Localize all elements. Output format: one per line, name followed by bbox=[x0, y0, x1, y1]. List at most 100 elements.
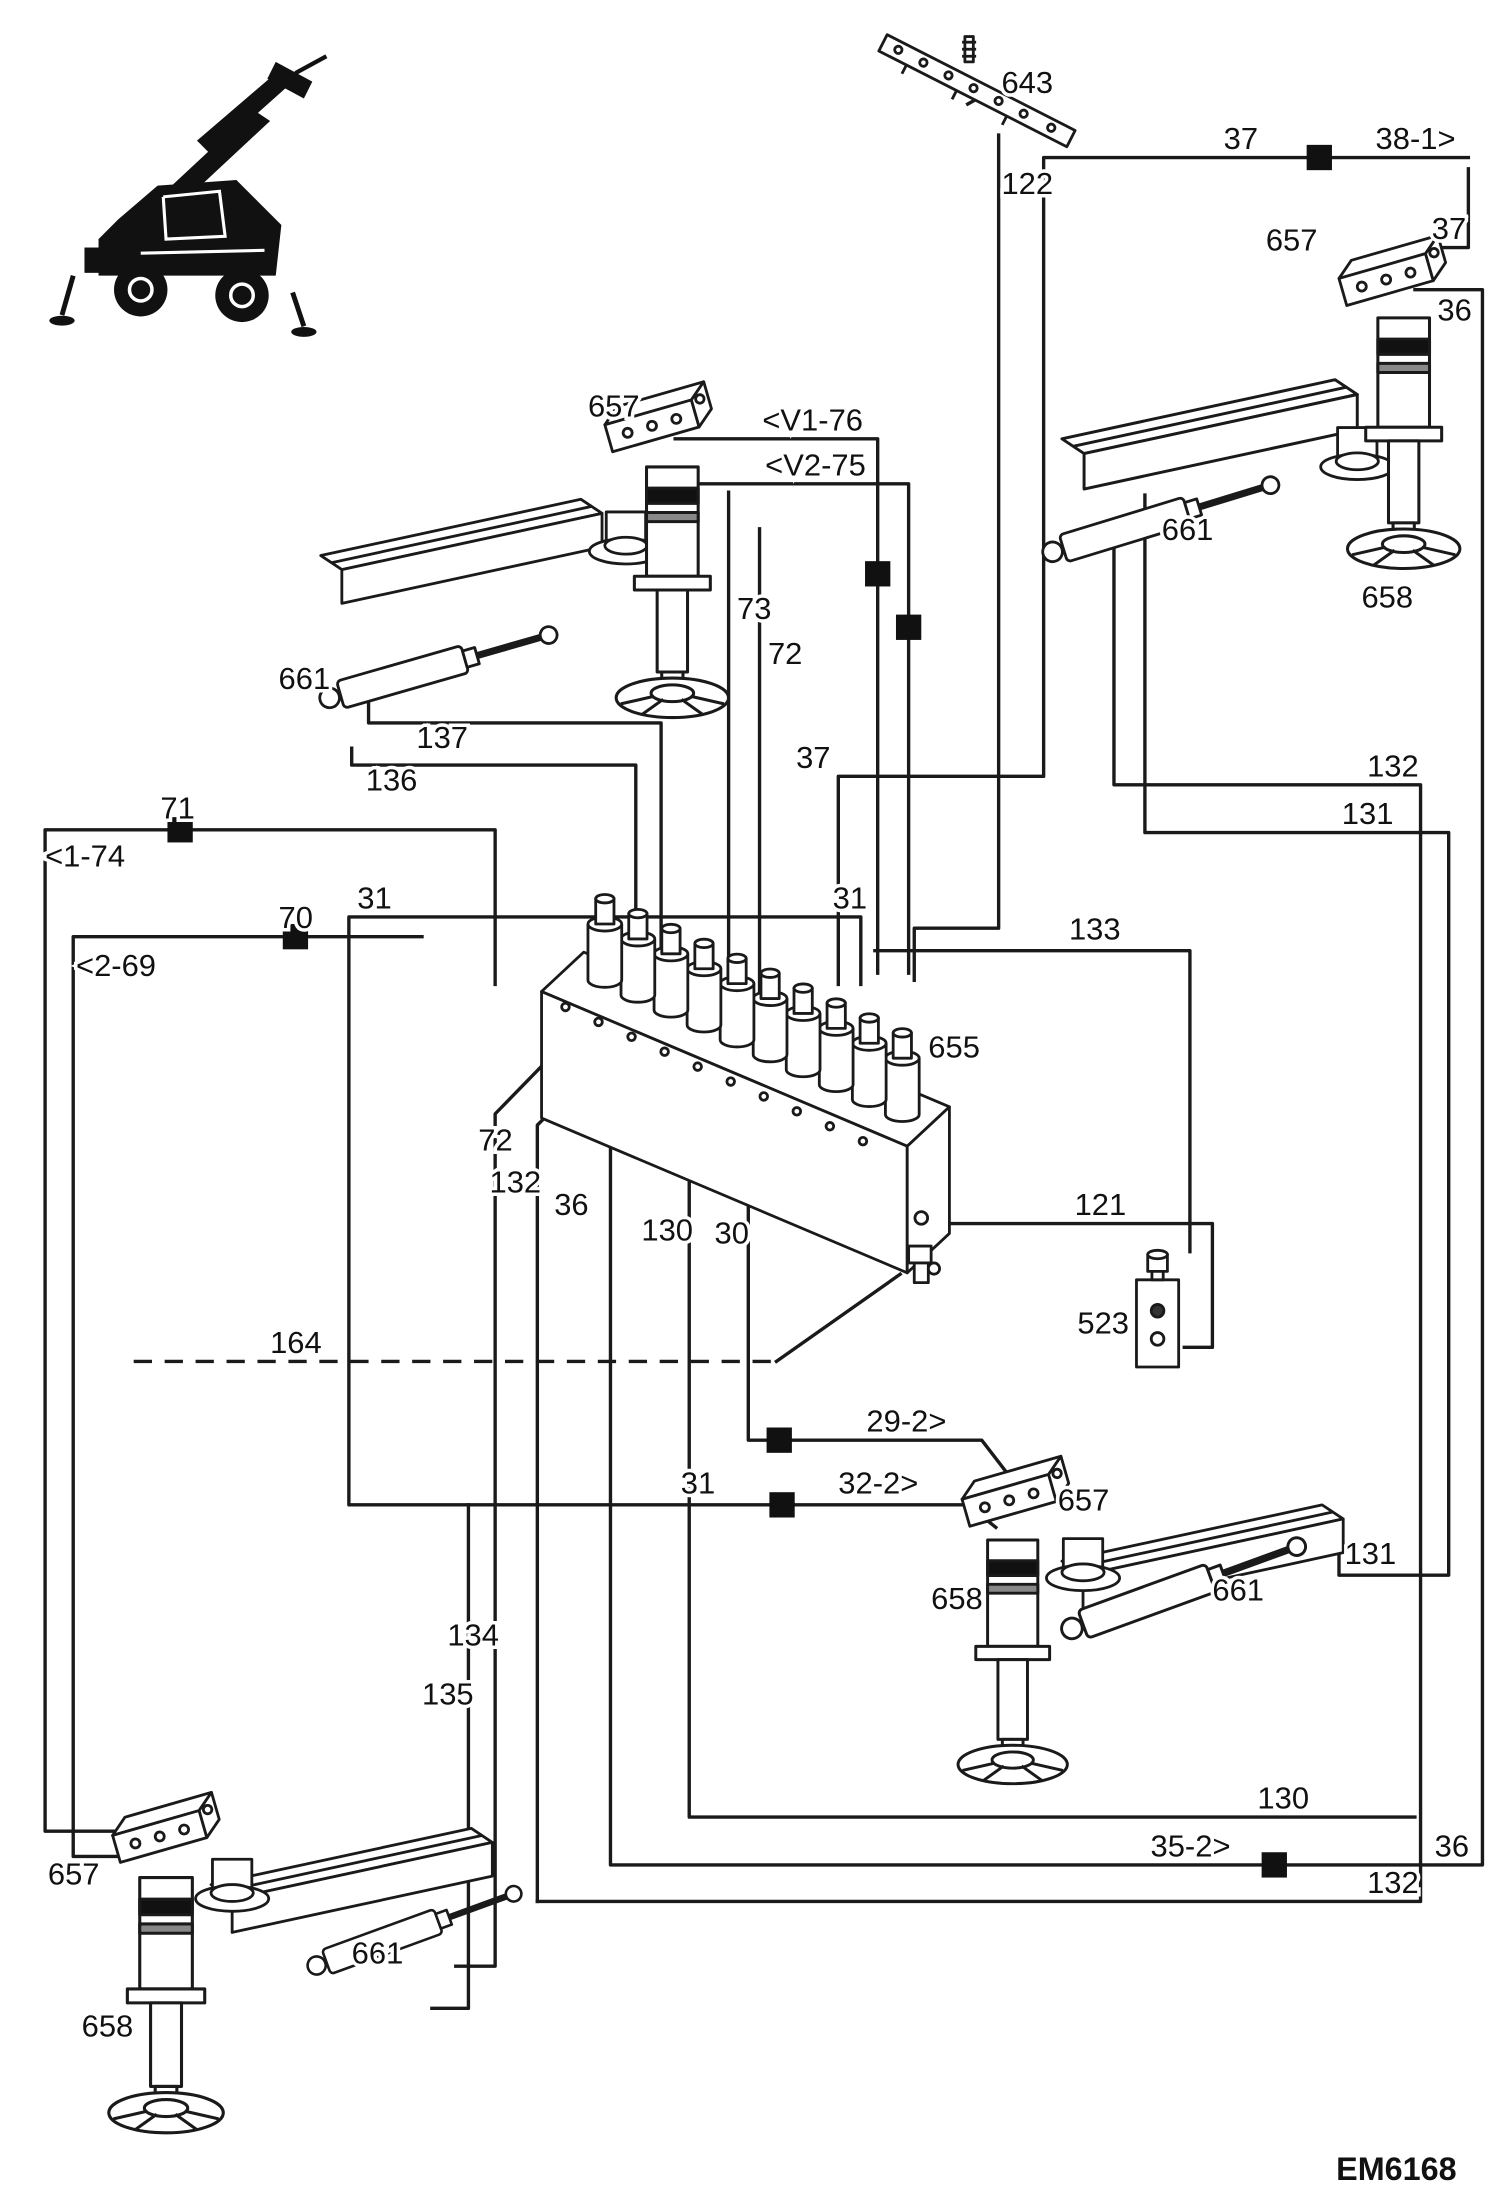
label-132-top: 132 bbox=[1367, 748, 1419, 783]
label-133: 133 bbox=[1069, 911, 1121, 946]
valve-block-655 bbox=[540, 893, 951, 1285]
machine-illustration bbox=[49, 54, 328, 337]
label-72-mid: 72 bbox=[478, 1122, 512, 1157]
label-37-top: 37 bbox=[1224, 121, 1258, 156]
part-labels: 643 122 37 38-1> 657 37 36 661 658 657 <… bbox=[42, 61, 1476, 2187]
label-661-top-right: 661 bbox=[1162, 512, 1214, 547]
label-655: 655 bbox=[928, 1030, 980, 1065]
hose-132-line bbox=[535, 543, 1423, 1904]
block-ports bbox=[560, 1001, 869, 1147]
label-71: 71 bbox=[160, 791, 194, 826]
stabilizer-beam bbox=[1060, 378, 1359, 491]
label-523: 523 bbox=[1077, 1305, 1129, 1340]
label-137: 137 bbox=[416, 720, 468, 755]
hose-131-line bbox=[1143, 493, 1451, 1577]
hose-71-74-line bbox=[43, 828, 497, 1833]
figure-code: EM6168 bbox=[1336, 2151, 1456, 2187]
label-36-mid: 36 bbox=[554, 1187, 588, 1222]
solenoid-coil bbox=[784, 982, 822, 1079]
connector-node-75 bbox=[895, 614, 922, 640]
label-131-top: 131 bbox=[1342, 796, 1394, 831]
manifold-643 bbox=[877, 33, 1077, 149]
label-164: 164 bbox=[270, 1325, 322, 1360]
label-131-bottom: 131 bbox=[1345, 1536, 1397, 1571]
stabilizer-assembly-top-left bbox=[316, 380, 731, 720]
hose-70-69-line bbox=[71, 934, 424, 1859]
hose-137-line bbox=[366, 701, 663, 973]
label-121: 121 bbox=[1075, 1187, 1127, 1222]
connector-node-69 bbox=[282, 924, 309, 950]
label-661-bottom-left: 661 bbox=[352, 1935, 404, 1970]
hose-76-line bbox=[673, 437, 880, 975]
label-31-mid: 31 bbox=[833, 881, 867, 916]
label-32-2: 32-2> bbox=[838, 1466, 918, 1501]
label-132-bottom: 132 bbox=[1367, 1865, 1419, 1900]
stabilizer-leg-658 bbox=[107, 1876, 225, 2135]
connector-node-35 bbox=[1261, 1852, 1287, 1878]
solenoid-coil bbox=[586, 893, 624, 989]
connector-node-38 bbox=[1306, 144, 1332, 171]
label-37-right: 37 bbox=[1432, 211, 1466, 246]
label-661-top-left: 661 bbox=[279, 661, 331, 696]
label-136: 136 bbox=[366, 762, 418, 797]
label-38-1: 38-1> bbox=[1376, 121, 1456, 156]
label-1-74: <1-74 bbox=[45, 838, 125, 873]
solenoid-coil bbox=[652, 922, 690, 1019]
label-30: 30 bbox=[715, 1215, 749, 1250]
label-657-top-right: 657 bbox=[1266, 222, 1318, 257]
hose-37-line bbox=[836, 155, 1471, 987]
connector-node-74 bbox=[167, 817, 193, 843]
connector-node-76 bbox=[865, 561, 891, 587]
label-35-2: 35-2> bbox=[1151, 1828, 1231, 1863]
hose-75-line bbox=[673, 482, 911, 975]
connector-node-32 bbox=[769, 1492, 795, 1518]
stabilizer-assembly-bottom-right bbox=[956, 1454, 1345, 1786]
label-658-bottom-right: 658 bbox=[931, 1581, 983, 1616]
stabilizer-assembly-bottom-left bbox=[107, 1790, 526, 2135]
label-658-top-right: 658 bbox=[1361, 580, 1413, 615]
label-134: 134 bbox=[447, 1618, 499, 1653]
block-outlet-fitting bbox=[907, 1210, 941, 1285]
label-658-bottom-left: 658 bbox=[82, 2008, 134, 2043]
hose-135-line bbox=[430, 1503, 471, 2011]
label-657-top-left: 657 bbox=[588, 388, 640, 423]
label-37-mid: 37 bbox=[796, 740, 830, 775]
valve-523 bbox=[1135, 1248, 1181, 1369]
label-130-bottom: 130 bbox=[1257, 1781, 1309, 1816]
label-31-left: 31 bbox=[357, 881, 391, 916]
label-29-2: 29-2> bbox=[866, 1404, 946, 1439]
stabilizer-leg-658 bbox=[614, 465, 731, 720]
bolt-icon bbox=[962, 35, 977, 64]
label-657-bottom-left: 657 bbox=[48, 1857, 100, 1892]
label-122: 122 bbox=[1001, 166, 1053, 201]
label-661-bottom-right: 661 bbox=[1212, 1572, 1264, 1607]
hose-136-line bbox=[350, 746, 638, 981]
label-132-mid: 132 bbox=[490, 1165, 542, 1200]
hose-164-solid bbox=[774, 1271, 903, 1364]
solenoid-coil bbox=[619, 907, 657, 1004]
hose-133-line bbox=[873, 949, 1192, 1254]
connector-nodes bbox=[167, 144, 1332, 1878]
label-2-69: <2-69 bbox=[76, 948, 156, 983]
label-31-bottom: 31 bbox=[681, 1466, 715, 1501]
solenoid-coil bbox=[850, 1012, 888, 1108]
stabilizer-beam bbox=[319, 497, 604, 605]
valve-657 bbox=[107, 1790, 225, 1864]
label-643: 643 bbox=[1001, 65, 1053, 100]
hose-29-line bbox=[746, 1084, 1013, 1480]
label-v2-75: <V2-75 bbox=[765, 447, 866, 482]
hose-121-line bbox=[926, 1221, 1215, 1350]
label-36-bottom: 36 bbox=[1435, 1828, 1469, 1863]
label-70: 70 bbox=[279, 900, 313, 935]
cylinder-661 bbox=[316, 619, 560, 714]
label-135: 135 bbox=[422, 1677, 474, 1712]
solenoid-coil bbox=[817, 997, 855, 1094]
solenoid-coil bbox=[718, 952, 756, 1049]
label-36-right: 36 bbox=[1437, 293, 1471, 328]
valve-657 bbox=[956, 1454, 1074, 1528]
stabilizer-assembly-top-right bbox=[1039, 234, 1462, 568]
label-72-top: 72 bbox=[768, 636, 802, 671]
connector-node-29 bbox=[766, 1427, 792, 1453]
label-130-mid: 130 bbox=[641, 1212, 693, 1247]
